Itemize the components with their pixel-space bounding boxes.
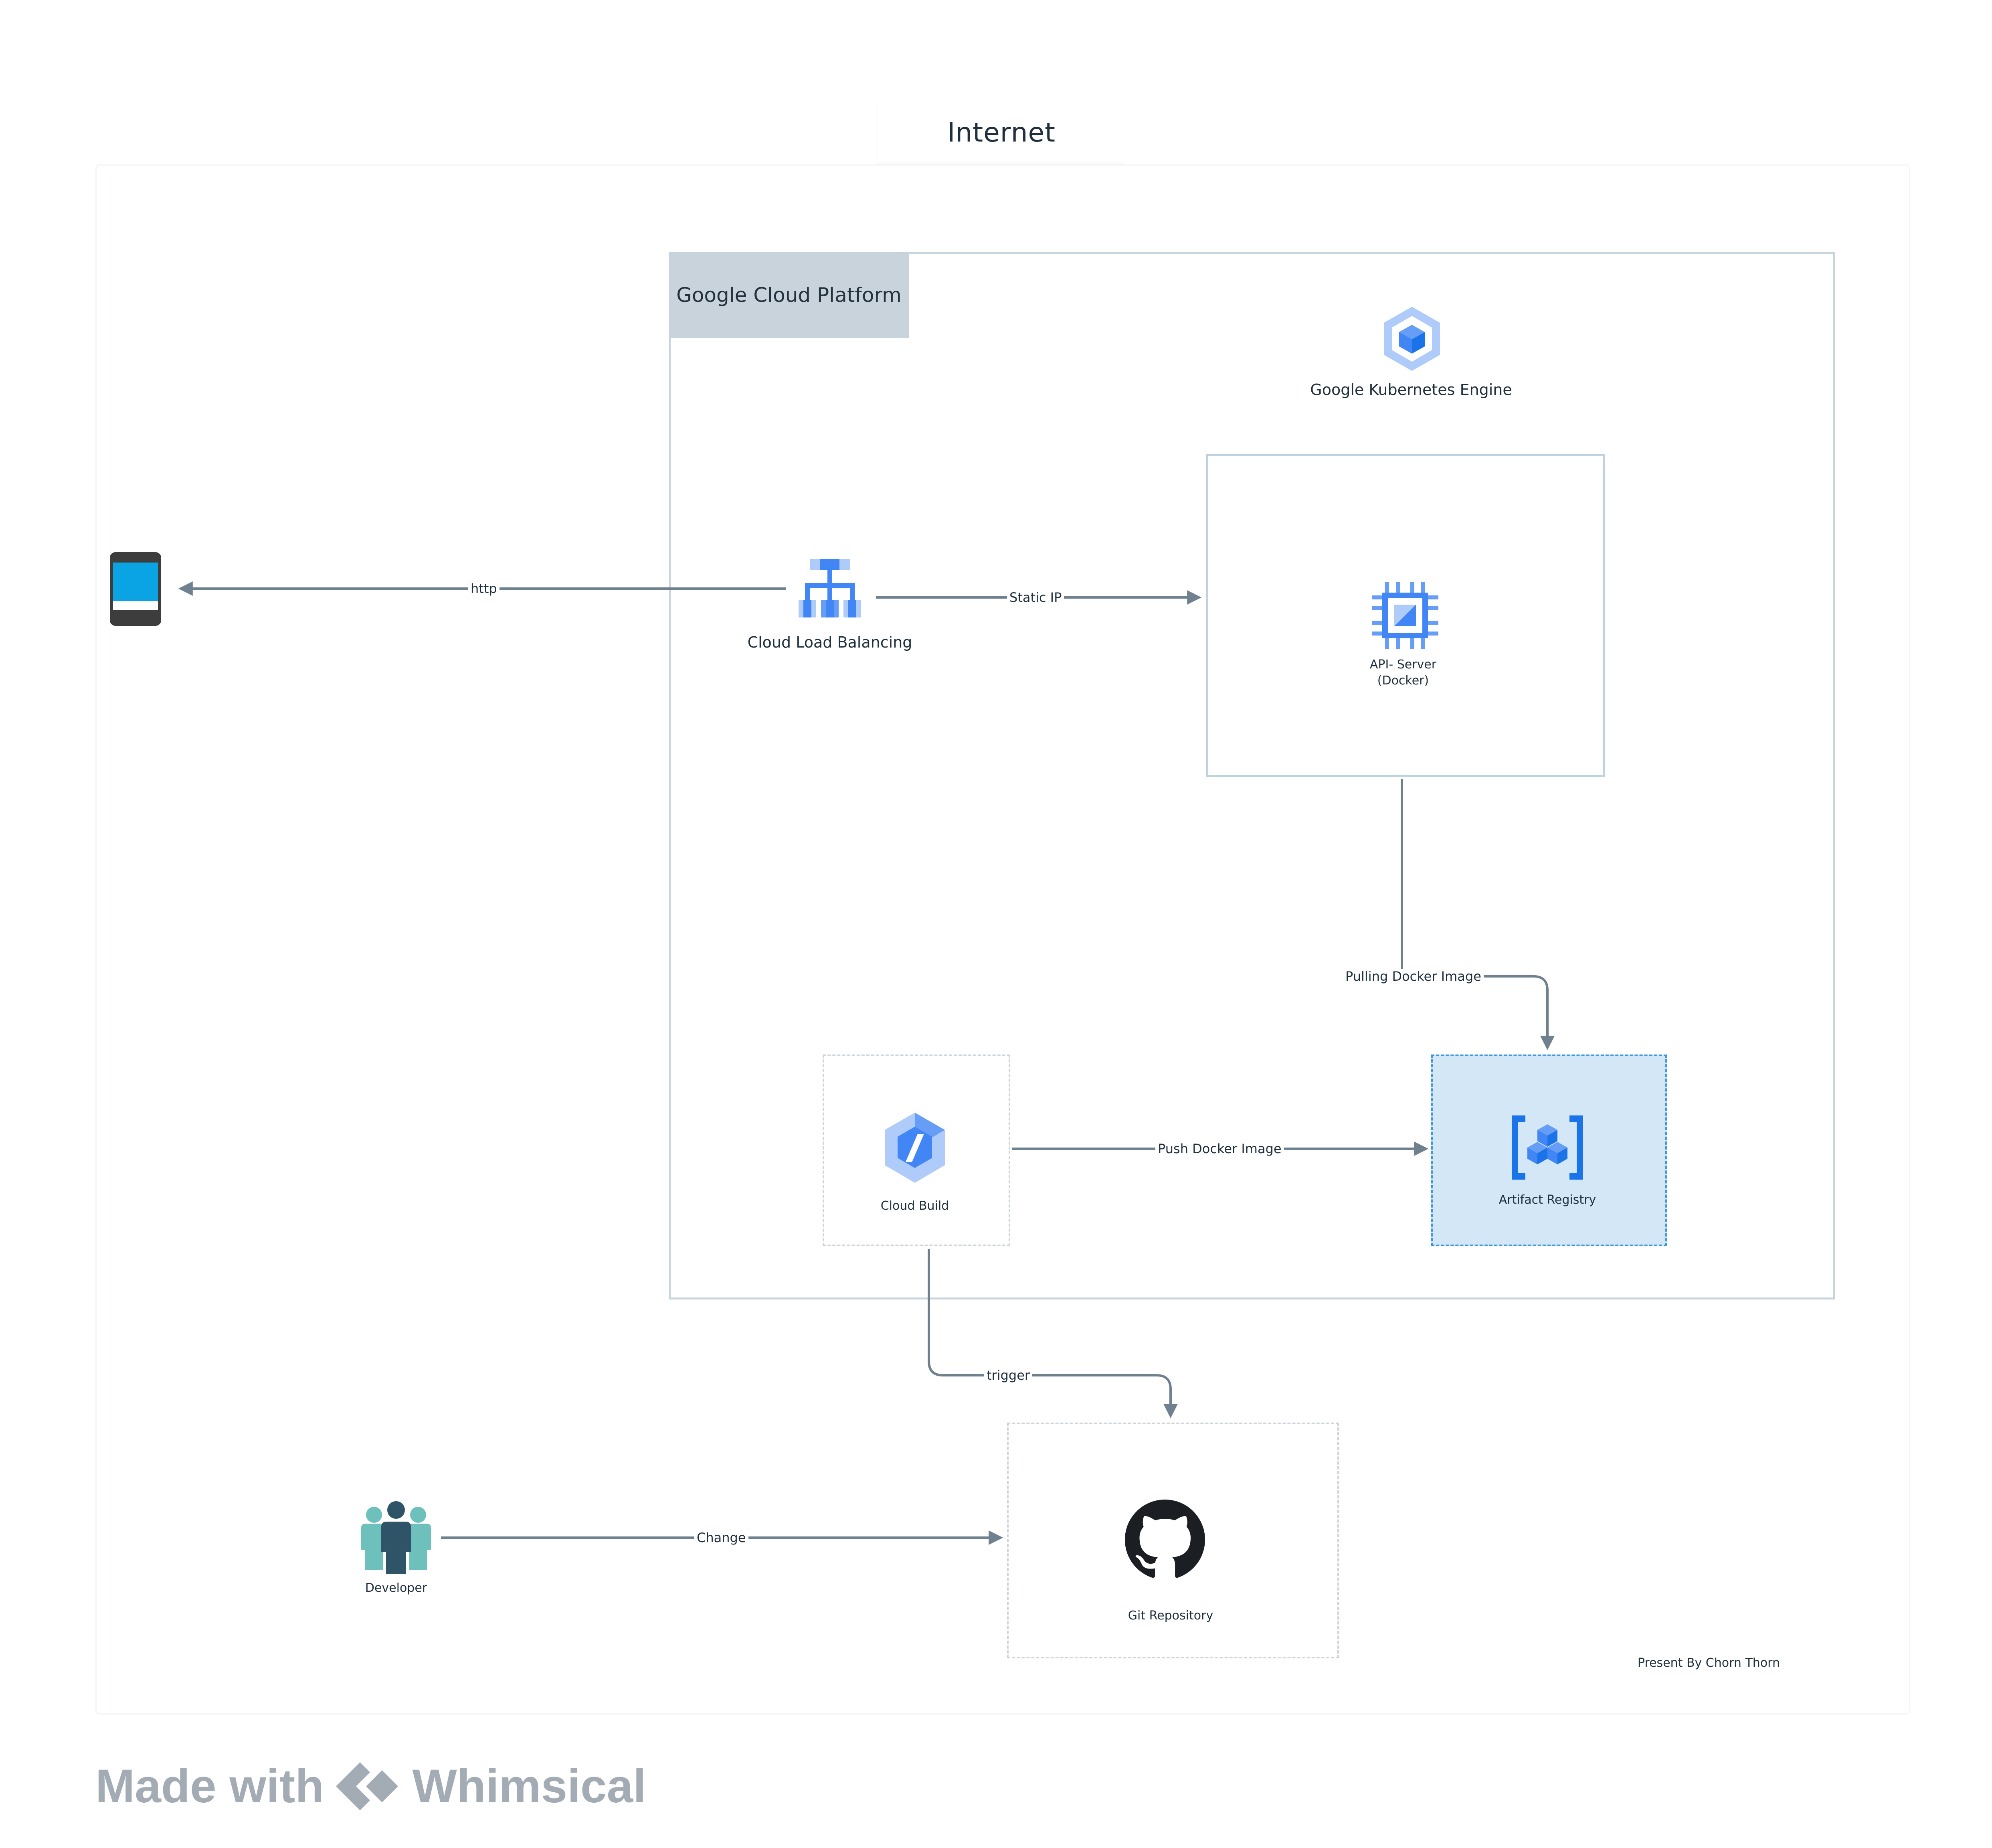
gke-cluster-box [1206,454,1605,777]
compute-chip-icon [1372,582,1438,649]
cloud-build-box [823,1055,1010,1246]
cloud-build-icon [885,1113,945,1183]
edge-label-static-ip: Static IP [1007,590,1064,605]
developer-group-icon [361,1501,431,1574]
whimsical-logo-icon [336,1762,398,1810]
author-credit: Present By Chorn Thorn [1637,1656,1780,1670]
edge-label-push: Push Docker Image [1155,1141,1284,1156]
edge-label-http: http [468,581,500,596]
edge-trigger [928,1249,1178,1419]
github-icon [1125,1500,1205,1578]
api-server-label-line2: (Docker) [1377,674,1429,688]
edge-label-pulling: Pulling Docker Image [1343,969,1484,984]
mobile-phone-icon [110,552,161,626]
cloud-build-label: Cloud Build [880,1199,949,1213]
footer-made-with: Made with [95,1760,324,1813]
developer-label: Developer [365,1581,427,1595]
whimsical-footer[interactable]: Made with Whimsical [95,1758,646,1814]
api-server-label-line1: API- Server [1369,658,1437,672]
git-repository-box [1007,1423,1339,1658]
load-balancer-label: Cloud Load Balancing [747,634,912,651]
gke-label: Google Kubernetes Engine [1310,381,1512,399]
gcp-label: Google Cloud Platform [669,252,909,338]
edge-label-change: Change [694,1530,748,1545]
edge-pulling [1401,779,1555,1051]
edge-label-trigger: trigger [984,1368,1033,1383]
canvas-frame [95,164,1910,1714]
load-balancer-icon [799,559,861,617]
git-repository-label: Git Repository [1128,1609,1213,1623]
artifact-registry-icon [1512,1115,1583,1180]
artifact-registry-label: Artifact Registry [1499,1193,1596,1207]
footer-brand: Whimsical [412,1760,646,1813]
gcp-boundary [669,252,1835,1299]
internet-title: Internet [877,102,1126,162]
kubernetes-engine-icon [1384,307,1440,371]
